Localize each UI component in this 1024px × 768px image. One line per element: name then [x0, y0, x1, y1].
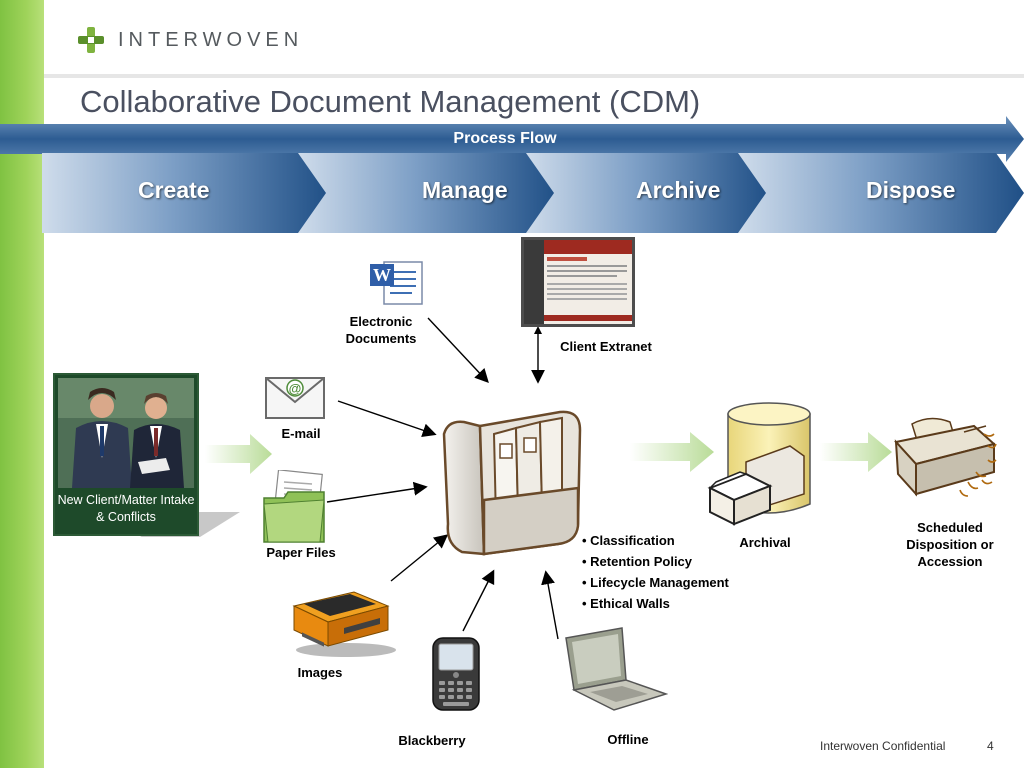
- blackberry-device-icon: [432, 637, 480, 711]
- scanner-images-icon: [292, 591, 396, 657]
- phase-create: Create: [138, 177, 210, 203]
- client-extranet-screenshot-icon: [521, 237, 635, 327]
- phase-archive: Archive: [636, 177, 721, 203]
- phase-chevron-create: [42, 153, 330, 233]
- feature-item: • Classification: [582, 533, 675, 548]
- feature-item: • Lifecycle Management: [582, 575, 729, 590]
- blackberry-label: Blackberry: [398, 733, 466, 748]
- feature-lifecycle-management: Lifecycle Management: [590, 575, 729, 590]
- electronic-documents-label: Electronic Documents: [345, 314, 417, 346]
- flow-arrow-archive: [630, 432, 714, 472]
- business-people-illustration: [58, 378, 194, 488]
- svg-text:@: @: [289, 381, 302, 396]
- feature-item: • Ethical Walls: [582, 596, 670, 611]
- phase-chevron-manage: [298, 153, 558, 233]
- page-number: 4: [987, 739, 994, 753]
- shredder-disposition-icon: [894, 417, 997, 497]
- phase-chevron-dispose: [738, 153, 1024, 233]
- laptop-offline-icon: [565, 627, 668, 711]
- interwoven-logo: INTERWOVEN: [76, 24, 303, 56]
- footer-confidential: Interwoven Confidential: [820, 739, 946, 753]
- email-label: E-mail: [281, 426, 321, 441]
- feature-retention-policy: Retention Policy: [590, 554, 693, 569]
- svg-text:W: W: [373, 265, 391, 285]
- cdm-feature-list: • Classification • Retention Policy • Li…: [582, 530, 729, 614]
- phase-chevron-band: [42, 153, 1024, 233]
- archival-label: Archival: [739, 535, 791, 550]
- new-client-matter-panel: New Client/Matter Intake & Conflicts: [53, 373, 199, 536]
- process-flow-label: Process Flow: [453, 130, 557, 147]
- phase-manage: Manage: [422, 177, 508, 203]
- page-title: Collaborative Document Management (CDM): [80, 84, 701, 119]
- process-flow-arrow: [0, 116, 1024, 162]
- scheduled-disposition-label: Scheduled Disposition or Accession: [906, 520, 994, 569]
- email-envelope-icon: @: [265, 377, 325, 419]
- feature-classification: Classification: [590, 533, 675, 548]
- logo-text: INTERWOVEN: [118, 28, 304, 51]
- offline-label: Offline: [607, 732, 649, 747]
- word-document-icon: W: [370, 261, 423, 305]
- title-divider: [44, 74, 1024, 78]
- document-repository-file-box-icon: [442, 410, 582, 556]
- feature-ethical-walls: Ethical Walls: [590, 596, 670, 611]
- new-client-matter-label: New Client/Matter Intake & Conflicts: [57, 493, 195, 524]
- paper-files-label: Paper Files: [266, 545, 336, 560]
- images-label: Images: [297, 665, 343, 680]
- business-people-photo: [58, 378, 194, 488]
- archival-database-icon: [707, 402, 811, 526]
- phase-chevron-archive: [526, 153, 770, 233]
- paper-files-folder-icon: [263, 470, 325, 543]
- feature-item: • Retention Policy: [582, 554, 693, 569]
- phase-dispose: Dispose: [866, 177, 956, 203]
- client-extranet-label: Client Extranet: [560, 339, 652, 354]
- interwoven-logo-icon: [78, 27, 104, 53]
- flow-arrow-dispose: [820, 432, 892, 472]
- flow-arrow-create: [205, 434, 272, 474]
